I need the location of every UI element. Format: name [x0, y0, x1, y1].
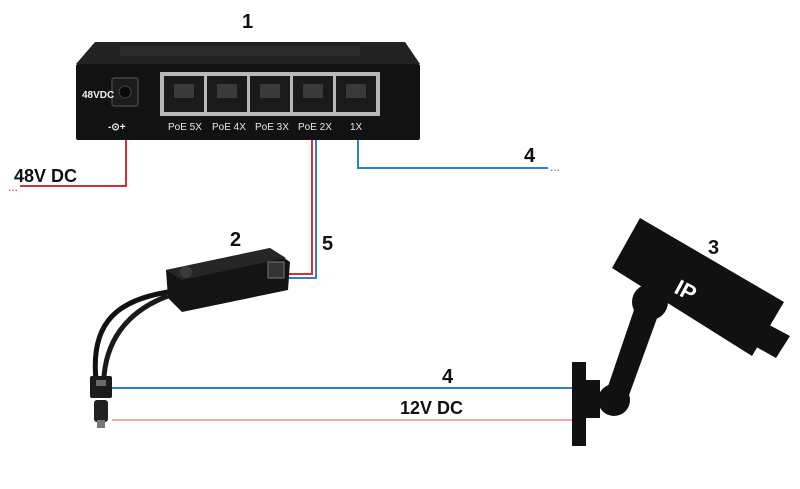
poe-splitter: [90, 248, 290, 428]
callout-4-cable-bottom: 4: [442, 366, 454, 388]
label-48v-dc: 48V DC: [14, 166, 77, 186]
port-label-3x: PoE 3X: [255, 122, 289, 133]
splitter-cable-b: [101, 293, 169, 397]
camera-body: [612, 218, 784, 356]
rj45-port-3x: [250, 76, 290, 112]
port-label-2x: PoE 2X: [298, 122, 332, 133]
switch-polarity-label: -⊙+: [108, 122, 126, 133]
rj45-port-5x: [164, 76, 204, 112]
port-label-5x: PoE 5X: [168, 122, 202, 133]
switch-power-label: 48VDC: [82, 90, 114, 101]
callout-5-poe-cable: 5: [322, 233, 333, 255]
cable-network-top-dots: ...: [550, 160, 560, 174]
splitter-rj45-plug: [90, 376, 112, 398]
splitter-dc-plug: [94, 400, 108, 422]
cable-48v-dc: [20, 140, 127, 187]
splitter-cable-a: [92, 289, 169, 381]
rj45-port-1x: [336, 76, 376, 112]
callout-4-cable-top: 4: [524, 145, 536, 167]
camera-mount-plate: [572, 362, 586, 446]
callout-3-camera: 3: [708, 237, 719, 259]
port-label-1x: 1X: [350, 122, 363, 133]
rj45-port-2x: [293, 76, 333, 112]
cable-poe-blue: [288, 140, 317, 279]
label-12v-dc: 12V DC: [400, 398, 463, 418]
splitter-rj45-port: [267, 261, 285, 279]
poe-switch: 48VDC -⊙+ PoE 5X PoE 4X PoE 3X PoE 2X 1X: [76, 42, 420, 140]
splitter-logo: [180, 266, 192, 278]
ip-camera: IP: [572, 218, 790, 446]
callout-1-switch: 1: [242, 11, 253, 33]
rj45-port-4x: [207, 76, 247, 112]
cable-48v-dc-dots: ...: [8, 180, 18, 194]
callout-2-splitter: 2: [230, 229, 241, 251]
port-label-4x: PoE 4X: [212, 122, 246, 133]
cable-network-top: [357, 140, 548, 169]
cable-poe-red: [288, 140, 313, 275]
